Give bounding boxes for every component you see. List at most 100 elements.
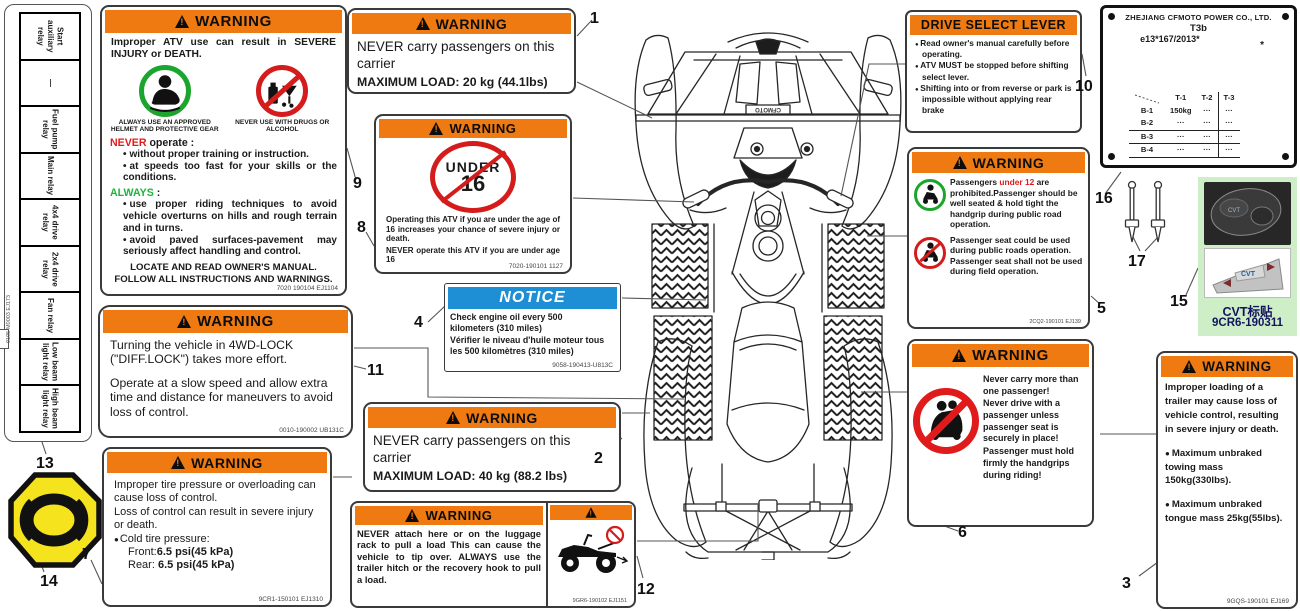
cvt-sticker-photo: CVT xyxy=(1204,248,1291,298)
relay-cell: Low beam light relay xyxy=(19,337,81,387)
fuel-cap-icon xyxy=(8,472,102,568)
no-two-riders-icon xyxy=(913,388,979,454)
callout-16: 16 xyxy=(1095,190,1113,207)
warning-header: WARNING xyxy=(912,344,1089,367)
warning-label-front-carrier: WARNING NEVER carry passengers on this c… xyxy=(347,8,576,94)
front-label: Front: xyxy=(128,546,157,559)
callout-14: 14 xyxy=(40,573,58,590)
relay-cell: Start auxiliary relay xyxy=(19,12,81,61)
drive-select-item: ATV MUST be stopped before shifting sele… xyxy=(915,60,1074,82)
warning-header: WARNING xyxy=(105,10,342,33)
col-header: T-2 xyxy=(1201,93,1213,102)
front-pressure-value: 6.5 psi(45 kPa) xyxy=(156,546,234,559)
warning-header-text: WARNING xyxy=(1202,359,1272,374)
trailer-text: Improper loading of a trailer may cause … xyxy=(1165,382,1279,435)
drive-select-header: DRIVE SELECT LEVER xyxy=(910,15,1077,35)
warning-header: WARNING xyxy=(1161,356,1293,377)
warning-triangle-icon xyxy=(175,15,190,28)
relay-cell: Fan relay xyxy=(19,291,81,340)
relay-cell: High beam light relay xyxy=(19,384,81,433)
col-header: T-1 xyxy=(1175,93,1187,102)
warning-header: WARNING xyxy=(368,407,616,428)
warning-mini-header xyxy=(550,505,632,520)
carrier-warning-text: NEVER carry passengers on this carrier xyxy=(357,39,555,71)
label-part-code: 9GR6-190102 EJ1151 xyxy=(572,598,627,604)
drive-select-lever-label: DRIVE SELECT LEVER Read owner's manual c… xyxy=(905,10,1082,133)
relay-location-panel: Start auxiliary relay — Fuel pump relay … xyxy=(0,4,92,442)
mass-value: ··· xyxy=(1203,105,1211,115)
callout-8: 8 xyxy=(357,219,366,236)
label-part-code: 9CR1-150101 EJ1310 xyxy=(258,596,323,603)
drive-select-item: Shifting into or from reverse or park is… xyxy=(915,83,1074,117)
svg-text:CVT: CVT xyxy=(1228,208,1240,214)
callout-4: 4 xyxy=(414,314,423,331)
rivet-hole xyxy=(1282,13,1289,20)
no-under-16-icon: UNDER 16 xyxy=(430,141,516,213)
p12-text-2: Passenger seat could be used during publ… xyxy=(950,234,1083,277)
manufacturer-plate: ZHEJIANG CFMOTO POWER CO., LTD. T3b e13*… xyxy=(1100,5,1297,168)
towing-mass-value: 150kg(330lbs). xyxy=(1165,475,1232,487)
callout-12: 12 xyxy=(637,581,655,598)
warning-label-under-16: WARNING UNDER 16 Operating this ATV if y… xyxy=(374,114,572,274)
mounting-bolts xyxy=(1124,180,1166,243)
relay-label: Fan relay xyxy=(45,297,55,334)
never-word: NEVER xyxy=(110,136,147,149)
relay-cell: — xyxy=(19,58,81,108)
notice-line: les 500 kilomètres (310 miles) xyxy=(450,346,574,357)
callout-15: 15 xyxy=(1170,293,1188,310)
svg-text:CVT: CVT xyxy=(1241,271,1256,278)
warning-header: WARNING xyxy=(912,152,1085,173)
warning-header-text: WARNING xyxy=(191,454,263,471)
tongue-mass-value: 25kg(55lbs). xyxy=(1226,513,1283,525)
relay-label: 4x4 drive relay xyxy=(41,205,60,240)
warning-header: WARNING xyxy=(107,452,327,473)
tire-text-1: Improper tire pressure or overloading ca… xyxy=(114,479,316,505)
warning-triangle-icon xyxy=(1182,360,1197,373)
warning-triangle-icon xyxy=(446,411,461,424)
callout-11: 11 xyxy=(367,362,384,379)
mass-value: ··· xyxy=(1196,143,1219,158)
diagonal-cell xyxy=(1129,92,1165,105)
always-rest: : xyxy=(156,187,161,200)
notice-header: NOTICE xyxy=(448,287,617,309)
relay-label: Low beam light relay xyxy=(41,342,60,382)
helmet-required-icon xyxy=(138,64,191,117)
warning-triangle-icon xyxy=(405,509,420,522)
relay-cell: 2x4 drive relay xyxy=(19,244,81,294)
relay-cell: Fuel pump relay xyxy=(19,105,81,154)
mass-value: ··· xyxy=(1217,143,1240,158)
mass-value: ··· xyxy=(1176,118,1185,127)
manufacturer-name: ZHEJIANG CFMOTO POWER CO., LTD. xyxy=(1125,13,1272,22)
callout-3: 3 xyxy=(1122,575,1131,592)
warning-triangle-icon xyxy=(952,349,967,362)
row-header: B-1 xyxy=(1140,105,1154,115)
notice-line: kilometers (310 miles) xyxy=(450,323,542,334)
callout-7: 7 xyxy=(82,546,91,563)
relay-label: — xyxy=(45,79,55,87)
mass-value: ··· xyxy=(1196,129,1219,144)
age-number: 16 xyxy=(460,170,486,196)
tire-bullet: Cold tire pressure: xyxy=(104,533,330,546)
notice-line: Check engine oil every 500 xyxy=(450,312,563,322)
callout-2: 2 xyxy=(594,450,603,467)
atv-top-view-illustration: CFMOTO xyxy=(634,32,902,560)
lock-text-1: Turning the vehicle in 4WD-LOCK ("DIFF.L… xyxy=(110,338,294,367)
approval-star: * xyxy=(1260,40,1264,51)
max-load-text: MAXIMUM LOAD: 20 kg (44.1lbs) xyxy=(357,74,548,89)
warning-triangle-icon xyxy=(952,156,967,169)
footer-line: LOCATE AND READ OWNER'S MANUAL. xyxy=(130,262,317,274)
model-code: T3b xyxy=(1190,23,1207,34)
drive-select-item: Read owner's manual carefully before ope… xyxy=(915,38,1074,60)
under16-text2: operate this ATV if you are under age 16 xyxy=(386,245,560,265)
label-part-code: 7020-190101 1127 xyxy=(508,263,563,270)
cvt-cover-photo: CVT xyxy=(1204,182,1291,245)
atv-tip-over-pictogram xyxy=(558,525,629,573)
callout-17: 17 xyxy=(1128,253,1146,270)
warning-header-text: WARNING xyxy=(197,313,274,330)
warning-header-text: WARNING xyxy=(195,13,272,30)
warning-triangle-icon xyxy=(171,456,186,469)
mass-value: ··· xyxy=(1217,104,1240,117)
warning-header-text: WARNING xyxy=(449,121,517,136)
rear-label: Rear: xyxy=(128,559,158,572)
mass-value: 150kg xyxy=(1170,105,1192,115)
